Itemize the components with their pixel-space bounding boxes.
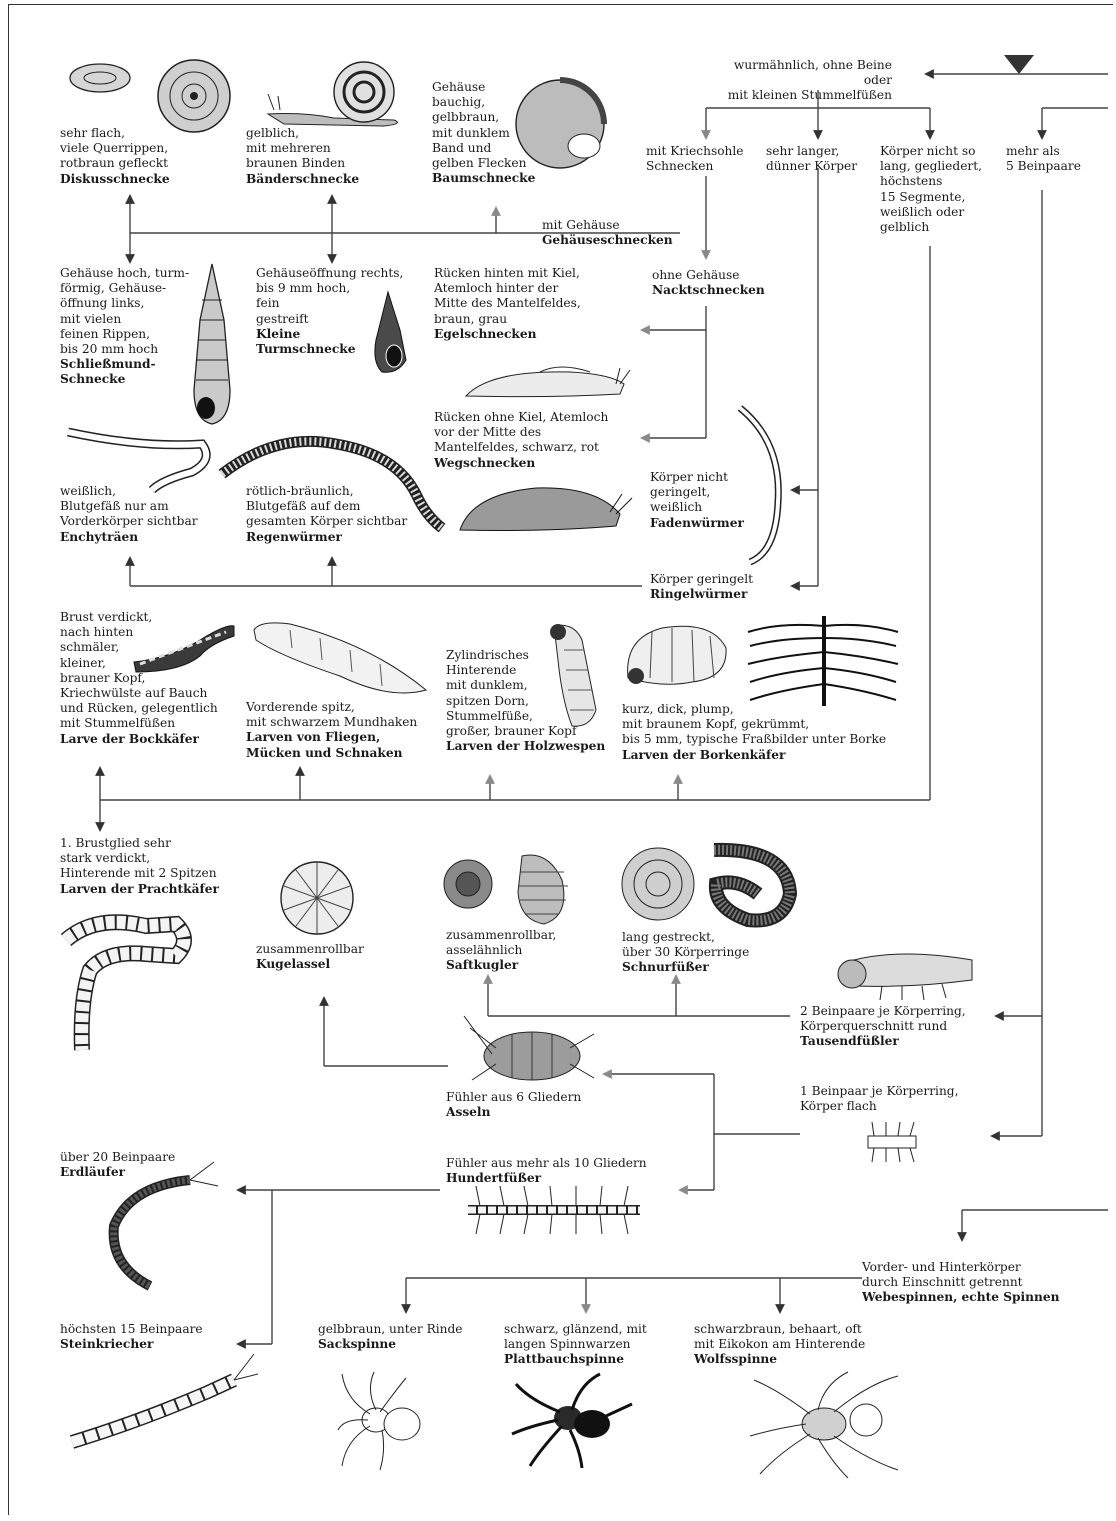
egelschnecke-illustration [460, 356, 636, 402]
fadenwurm-illustration [736, 402, 792, 570]
sackspinne-illustration [336, 1370, 446, 1474]
species-egelschnecken: Rücken hinten mit Kiel, Atemloch hinter … [434, 266, 581, 342]
rule-nicht-so-lang: Körper nicht so lang, gegliedert, höchst… [880, 144, 982, 235]
fliegenlarve-illustration [250, 616, 430, 700]
bockkaefer-larve-illustration [130, 618, 240, 674]
saftkugler-illustration [440, 836, 576, 932]
flacher-tausendfuessler-illustration [862, 1114, 922, 1170]
species-prachtkaefer-larven: 1. Brustglied sehr stark verdickt, Hinte… [60, 836, 219, 897]
holzwespen-larve-illustration [540, 620, 604, 732]
tausendfuessler-illustration [832, 940, 982, 1004]
prachtkaefer-larve-illustration [56, 900, 196, 1060]
erdlaeufer-illustration [90, 1156, 230, 1296]
schliessmundschnecke-illustration [190, 260, 234, 428]
hundertfuesser-illustration [460, 1180, 650, 1240]
species-wolfsspinne: schwarzbraun, behaart, oft mit Eikokon a… [694, 1322, 865, 1368]
node-webespinnen: Vorder- und Hinterkörper durch Einschnit… [862, 1260, 1060, 1306]
diskusschnecke-shell-illustration [64, 52, 234, 142]
borkenkaefer-larve-illustration [622, 618, 732, 694]
plattbauchspinne-illustration [510, 1370, 640, 1470]
kugelassel-illustration [276, 858, 358, 938]
enchytraeen-illustration [62, 420, 218, 500]
rule-1-beinpaar: 1 Beinpaar je Körperring, Körper flach [800, 1084, 958, 1114]
steinkriecher-illustration [58, 1352, 258, 1462]
rule-sehr-langer: sehr langer, dünner Körper [766, 144, 857, 174]
species-wegschnecken: Rücken ohne Kiel, Atemloch vor der Mitte… [434, 410, 608, 471]
species-plattbauchspinne: schwarz, glänzend, mit langen Spinnwarze… [504, 1322, 647, 1368]
assel-illustration [452, 1008, 602, 1090]
species-fliegenlarven: Vorderende spitz, mit schwarzem Mundhake… [246, 700, 417, 761]
rule-start: wurmähnlich, ohne Beine oder mit kleinen… [708, 58, 892, 104]
regenwurm-illustration [216, 424, 452, 534]
wolfsspinne-illustration [748, 1370, 914, 1480]
rule-mehr-als-5-beinpaare: mehr als 5 Beinpaare [1006, 144, 1081, 174]
borkenkaefer-frassbild-illustration [740, 612, 906, 708]
rule-kriechsohle: mit Kriechsohle Schnecken [646, 144, 744, 174]
kleine-turmschnecke-illustration [368, 290, 412, 376]
schnurfuesser-illustration [618, 838, 798, 928]
species-borkenkaefer-larven: kurz, dick, plump, mit braunem Kopf, gek… [622, 702, 886, 763]
node-tausendfuessler: 2 Beinpaare je Körperring, Körperquersch… [800, 1004, 966, 1050]
wegschnecke-illustration [456, 474, 636, 536]
baumschnecke-illustration [510, 74, 610, 174]
species-schliessmundschnecke: Gehäuse hoch, turm- förmig, Gehäuse- öff… [60, 266, 189, 388]
baenderschnecke-illustration [264, 54, 414, 130]
